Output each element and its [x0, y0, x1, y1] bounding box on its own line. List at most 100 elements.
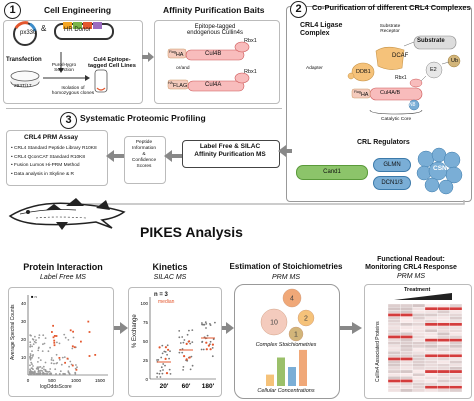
heatmap-cell	[412, 376, 426, 380]
scatter-ytick-label: 20	[21, 337, 27, 342]
heatmap-cell	[424, 372, 438, 377]
bait1-tag: FlagHA	[169, 50, 183, 58]
ha-tag-label: FlagHA	[354, 90, 368, 98]
scatter-point	[35, 341, 37, 344]
scatter-point	[61, 356, 64, 359]
heatmap-cell	[424, 306, 438, 311]
heatmap-cell	[412, 332, 426, 336]
stoich-sub: PRM MS	[272, 274, 300, 281]
transfection-label: Transfection	[6, 57, 42, 63]
heatmap-cell	[424, 316, 438, 320]
kinetics-point	[182, 366, 185, 368]
scatter-highlight-point	[72, 330, 74, 333]
heatmap-cell	[424, 382, 438, 386]
heatmap-cell	[449, 350, 462, 355]
heatmap-cell	[437, 304, 450, 308]
heatmap-cell	[437, 372, 450, 377]
hr-donor-label: HR Donor	[64, 27, 91, 33]
scatter-point	[63, 356, 66, 358]
arrow-to-peptide	[164, 150, 182, 162]
profiling-title: Systematic Proteomic Profiling	[80, 113, 206, 123]
heatmap-cell	[412, 335, 426, 339]
kinetics-point	[183, 339, 186, 341]
stoich-bubble	[260, 308, 288, 336]
scatter-highlight-point	[53, 341, 56, 344]
heatmap-cell	[449, 354, 462, 358]
heatmap-cell	[449, 341, 462, 345]
pikes-title: PIKES Analysis	[140, 224, 243, 240]
scatter-point	[64, 336, 67, 339]
kinetics-point	[181, 348, 184, 350]
heatmap-cell	[449, 382, 462, 386]
heatmap-cell	[388, 304, 401, 308]
heatmap-cell	[437, 357, 450, 361]
heatmap-cell	[400, 350, 413, 355]
heatmap-cell	[412, 382, 426, 386]
cul4ab-label: Cul4A/B	[380, 90, 401, 96]
heatmap-cell	[388, 382, 401, 386]
heatmap-cell	[424, 310, 438, 314]
heatmap-cell	[424, 357, 438, 361]
heatmap-cell	[412, 313, 426, 317]
scatter-highlight-point	[71, 364, 74, 367]
heatmap-cell	[437, 335, 450, 339]
scatter-point	[37, 371, 40, 373]
kinetics-point	[169, 373, 172, 375]
heatmap-cell	[412, 341, 426, 345]
stoich-caption1: Complex Stoichiometries	[255, 342, 317, 348]
scatter-xtick-label: 0	[27, 378, 30, 383]
scatter-point	[38, 366, 40, 369]
heatmap-cell	[424, 350, 438, 355]
scatter-point	[31, 350, 33, 352]
scatter-point	[60, 363, 63, 366]
pike-fish-logo	[8, 198, 126, 230]
scatter-point	[55, 353, 58, 356]
heatmap-cell	[400, 363, 413, 367]
heatmap-cell	[388, 376, 401, 380]
bait2-rbx1: Rbx1	[244, 69, 257, 75]
protein-interaction-sub: Label Free MS	[40, 274, 86, 281]
heatmap-cell	[412, 328, 426, 333]
scatter-highlight-point	[53, 344, 56, 347]
heatmap-cell	[437, 338, 450, 342]
ligase-complex-title: CRL4 Ligase Complex	[300, 22, 343, 37]
peptide-info-box	[124, 136, 166, 184]
kinetics-point	[190, 355, 193, 358]
scatter-highlight-point	[88, 331, 91, 333]
kinetics-point	[212, 338, 215, 341]
heatmap-cell	[437, 360, 450, 364]
bait2-tag: HAFLAG	[168, 81, 187, 89]
heatmap-cell	[437, 363, 450, 367]
heatmap-cell	[388, 328, 401, 333]
heatmap-cell	[400, 360, 413, 364]
heatmap-cell	[424, 388, 438, 392]
heatmap-cell	[449, 338, 462, 342]
heatmap-cell	[388, 325, 401, 330]
kinetics-highlight-point	[205, 341, 208, 344]
heatmap-cell	[424, 366, 438, 371]
heatmap-cell	[449, 366, 462, 371]
scatter-point	[29, 368, 31, 371]
heatmap-cell	[412, 306, 426, 311]
scatter-point	[43, 372, 46, 375]
heatmap-cell	[437, 310, 450, 314]
heatmap-treatment-label: Treatment	[404, 287, 431, 293]
stoich-bar	[266, 374, 274, 386]
heatmap-cell	[400, 325, 413, 330]
scatter-highlight-point	[80, 340, 82, 343]
kinetics-point	[158, 372, 161, 375]
stoich-bar	[288, 367, 296, 386]
kinetics-point	[156, 372, 159, 375]
kinetics-point	[206, 334, 209, 337]
heatmap-cell	[388, 322, 401, 327]
heatmap-cell	[388, 379, 401, 383]
kinetics-point	[169, 350, 171, 353]
kinetics-point	[201, 322, 203, 324]
heatmap-cell	[437, 341, 450, 345]
kinetics-point	[161, 372, 164, 375]
kinetics-point	[182, 341, 185, 344]
scatter-xtick-label: 1000	[71, 378, 82, 383]
heatmap-cell	[437, 319, 450, 324]
scatter-point	[29, 364, 31, 367]
